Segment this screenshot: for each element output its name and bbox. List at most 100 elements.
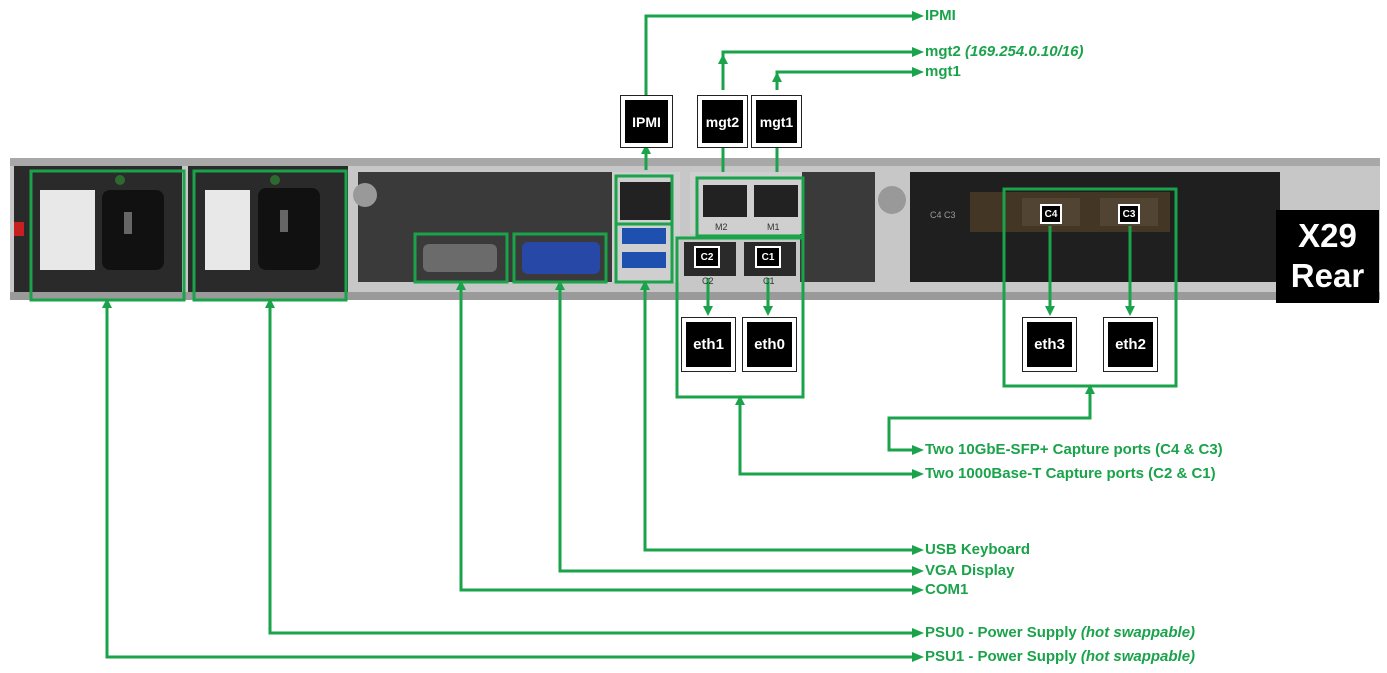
- callout-sfp: Two 10GbE-SFP+ Capture ports (C4 & C3): [925, 441, 1223, 458]
- arrow-usb: [912, 545, 924, 555]
- eth0-port-box: eth0: [742, 317, 797, 372]
- thumbscrew-left: [353, 183, 377, 207]
- chassis-label-m2: M2: [715, 222, 728, 232]
- arrow-com1: [912, 585, 924, 595]
- model-title: X29 Rear: [1276, 210, 1379, 303]
- arrow-eth2-down: [1125, 306, 1135, 316]
- callout-mgt2-ip: (169.254.0.10/16): [965, 43, 1084, 60]
- tag-c4: C4: [1040, 204, 1062, 224]
- arrow-ipmi-up: [641, 144, 651, 154]
- eth0-port-label: eth0: [747, 322, 792, 367]
- arrow-eth1-down: [703, 306, 713, 316]
- arrow-mgt1: [912, 67, 924, 77]
- chassis-bottom-rail: [10, 292, 1380, 300]
- ipmi-port: [620, 182, 672, 220]
- com1-connector: [459, 282, 912, 592]
- callout-com1: COM1: [925, 581, 969, 598]
- eth1-port-label: eth1: [686, 322, 731, 367]
- usb-port-1: [622, 228, 666, 244]
- callout-mgt2: mgt2 (169.254.0.10/16): [925, 43, 1083, 61]
- arrow-vga: [912, 566, 924, 576]
- chassis-label-c4c3: C4 C3: [930, 210, 956, 220]
- chassis-label-c2: C2: [702, 276, 714, 286]
- arrow-psu1-up: [102, 298, 112, 308]
- eth2-port-box: eth2: [1103, 317, 1158, 372]
- callout-psu0-text: PSU0 - Power Supply: [925, 624, 1077, 641]
- arrow-mgt2-up: [718, 54, 728, 64]
- callout-ipmi: IPMI: [925, 7, 956, 24]
- callout-psu0-note: (hot swappable): [1080, 624, 1196, 641]
- chassis-label-c1: C1: [763, 276, 775, 286]
- psu1-grille: [40, 190, 95, 270]
- tag-c3: C3: [1118, 204, 1140, 224]
- pcie-card-plate: [970, 192, 1170, 232]
- callout-vga: VGA Display: [925, 562, 1015, 579]
- arrow-com1-up: [456, 280, 466, 290]
- callout-psu1-note: (hot swappable): [1080, 648, 1196, 665]
- vga-port: [522, 242, 600, 274]
- callout-copper: Two 1000Base-T Capture ports (C2 & C1): [925, 465, 1216, 482]
- mgt1-port-label: mgt1: [756, 100, 797, 143]
- arrow-copper: [912, 469, 924, 479]
- callout-psu1-text: PSU1 - Power Supply: [925, 648, 1077, 665]
- arrow-psu1: [912, 652, 924, 662]
- psu0-socket: [258, 188, 320, 270]
- eth2-port-label: eth2: [1108, 322, 1153, 367]
- callout-mgt2-text: mgt2: [925, 43, 961, 60]
- psu1-latch: [14, 222, 24, 236]
- usb-connector: [643, 282, 912, 552]
- mgt2-port: [703, 185, 747, 217]
- vent-grid-mid: [800, 172, 875, 282]
- psu0-led: [270, 175, 280, 185]
- arrow-copper-up: [735, 395, 745, 405]
- mgt1-port: [754, 185, 798, 217]
- arrow-ipmi: [912, 11, 924, 21]
- psu1-connector: [105, 300, 912, 659]
- eth1-port-box: eth1: [681, 317, 736, 372]
- model-title-line2: Rear: [1290, 257, 1365, 294]
- mgt2-connector: [721, 50, 912, 90]
- arrow-sfp: [912, 445, 924, 455]
- arrow-eth3-down: [1045, 306, 1055, 316]
- model-title-line1: X29: [1298, 217, 1357, 254]
- psu0-pin: [280, 210, 288, 232]
- arrow-usb-up: [640, 280, 650, 290]
- usb-port-2: [622, 252, 666, 268]
- arrow-sfp-up: [1085, 384, 1095, 394]
- sfp-connector: [887, 386, 1092, 452]
- arrow-mgt2: [912, 47, 924, 57]
- ipmi-port-box: IPMI: [620, 95, 673, 148]
- callout-psu0: PSU0 - Power Supply (hot swappable): [925, 624, 1195, 642]
- callout-psu1: PSU1 - Power Supply (hot swappable): [925, 648, 1195, 666]
- copper-connector: [738, 397, 912, 476]
- psu1-pin: [124, 212, 132, 234]
- mgt1-port-box: mgt1: [751, 95, 802, 148]
- mgmt-highlight: [695, 176, 805, 238]
- arrow-psu0-up: [265, 298, 275, 308]
- callout-usb: USB Keyboard: [925, 541, 1031, 558]
- mgt2-port-box: mgt2: [697, 95, 748, 148]
- psu1-socket: [102, 190, 164, 270]
- arrow-psu0: [912, 628, 924, 638]
- arrow-vga-up: [555, 280, 565, 290]
- chassis-top-rail: [10, 158, 1380, 166]
- psu1-led: [115, 175, 125, 185]
- callout-mgt1: mgt1: [925, 63, 961, 80]
- psu0-connector: [268, 300, 912, 635]
- chassis-label-m1: M1: [767, 222, 780, 232]
- mgt2-port-label: mgt2: [702, 100, 743, 143]
- vga-connector: [558, 282, 912, 573]
- eth3-port-box: eth3: [1022, 317, 1077, 372]
- tag-c1: C1: [755, 246, 781, 268]
- tag-c2: C2: [694, 246, 720, 268]
- ipmi-port-label: IPMI: [625, 100, 668, 143]
- arrow-mgt1-up: [772, 72, 782, 82]
- arrow-eth0-down: [763, 306, 773, 316]
- psu0-grille: [205, 190, 250, 270]
- eth3-port-label: eth3: [1027, 322, 1072, 367]
- mgt1-connector: [775, 70, 912, 90]
- com1-port: [423, 244, 497, 272]
- thumbscrew-right: [878, 186, 906, 214]
